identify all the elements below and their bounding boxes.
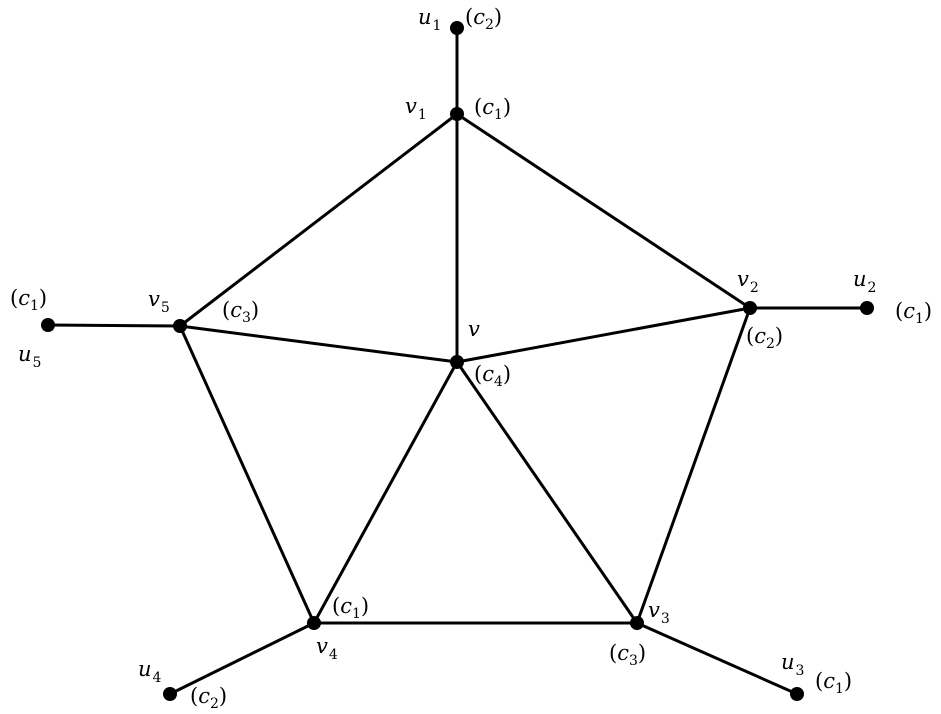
- vertex-u3: [790, 687, 804, 701]
- color-label-u1: (c2): [465, 5, 502, 33]
- vertex-subscript: 5: [33, 355, 42, 371]
- color-letter: c: [473, 5, 485, 29]
- edge-v1-v2: [455, 112, 752, 310]
- color-letter: c: [617, 641, 629, 665]
- edge-v3-u3: [635, 621, 799, 696]
- vertex-name: v: [316, 634, 328, 658]
- color-label-u2: (c1): [895, 299, 932, 327]
- color-subscript: 1: [835, 681, 844, 697]
- vertex-u5: [41, 318, 55, 332]
- vertex-subscript: 4: [329, 647, 338, 663]
- edge-v-v4: [312, 360, 459, 625]
- color-letter: c: [823, 669, 835, 693]
- color-letter: c: [18, 286, 30, 310]
- edge-v5-u5: [46, 323, 182, 328]
- color-label-u3: (c1): [815, 669, 852, 697]
- color-label-v2: (c2): [746, 324, 783, 352]
- vertex-subscript: 1: [418, 107, 427, 123]
- edge-v4-u4: [168, 621, 316, 696]
- vertex-u1: [450, 21, 464, 35]
- vertex-subscript: 1: [433, 18, 442, 34]
- vertex-label-u5: u5: [18, 342, 41, 371]
- vertex-subscript: 3: [661, 611, 670, 627]
- color-subscript: 3: [629, 653, 638, 669]
- edge-v-v3: [455, 360, 639, 625]
- vertex-u2: [860, 301, 874, 315]
- color-subscript: 2: [766, 336, 775, 352]
- vertex-name: v: [737, 267, 749, 291]
- edge-v5-v4: [178, 324, 316, 625]
- vertex-v: [450, 355, 464, 369]
- vertex-label-v1: v1: [405, 94, 427, 123]
- vertex-v4: [307, 616, 321, 630]
- vertex-name: v: [148, 287, 160, 311]
- vertex-name: v: [468, 317, 480, 341]
- color-subscript: 1: [352, 606, 361, 622]
- color-label-v1: (c1): [474, 95, 511, 123]
- vertex-label-u3: u3: [781, 650, 804, 679]
- vertex-subscript: 5: [161, 300, 170, 316]
- edges-layer: [46, 26, 869, 696]
- vertex-label-v4: v4: [316, 634, 338, 663]
- vertices-layer: [41, 21, 874, 701]
- color-subscript: 2: [485, 17, 494, 33]
- vertex-label-v3: v3: [648, 598, 670, 627]
- color-letter: c: [198, 684, 210, 708]
- edge-v1-v5: [178, 112, 459, 328]
- vertex-name: v: [405, 94, 417, 118]
- edge-v2-v: [455, 306, 752, 364]
- vertex-name: u: [418, 5, 432, 29]
- color-subscript: 1: [915, 311, 924, 327]
- vertex-name: u: [781, 650, 795, 674]
- vertex-label-v: v: [468, 317, 480, 341]
- vertex-label-u1: u1: [418, 5, 441, 34]
- vertex-name: u: [18, 342, 32, 366]
- color-label-v4: (c1): [332, 594, 369, 622]
- vertex-subscript: 2: [868, 280, 877, 296]
- vertex-name: u: [853, 267, 867, 291]
- color-subscript: 1: [30, 298, 39, 314]
- vertex-name: u: [138, 657, 152, 681]
- edge-v5-v: [178, 324, 459, 364]
- color-letter: c: [340, 594, 352, 618]
- color-label-v5: (c3): [222, 298, 259, 326]
- color-letter: c: [903, 299, 915, 323]
- edge-v2-v3: [635, 306, 752, 625]
- vertex-v1: [450, 107, 464, 121]
- vertex-u4: [163, 687, 177, 701]
- color-subscript: 2: [210, 696, 219, 712]
- color-label-v: (c4): [474, 362, 511, 390]
- vertex-v3: [630, 616, 644, 630]
- vertex-label-v2: v2: [737, 267, 759, 296]
- color-label-u4: (c2): [190, 684, 227, 712]
- vertex-subscript: 4: [153, 670, 162, 686]
- color-subscript: 1: [494, 107, 503, 123]
- color-subscript: 3: [242, 310, 251, 326]
- vertex-subscript: 3: [796, 663, 805, 679]
- vertex-label-u2: u2: [853, 267, 876, 296]
- vertex-v5: [173, 319, 187, 333]
- vertex-label-v5: v5: [148, 287, 170, 316]
- vertex-subscript: 2: [750, 280, 759, 296]
- color-letter: c: [754, 324, 766, 348]
- vertex-label-u4: u4: [138, 657, 162, 686]
- color-label-v3: (c3): [609, 641, 646, 669]
- color-letter: c: [482, 95, 494, 119]
- vertex-v2: [743, 301, 757, 315]
- vertex-name: v: [648, 598, 660, 622]
- color-letter: c: [230, 298, 242, 322]
- color-subscript: 4: [494, 374, 503, 390]
- color-letter: c: [482, 362, 494, 386]
- labels-layer: u1(c2)v1(c1)v2(c2)u2(c1)v(c4)v5(c3)u5(c1…: [10, 5, 932, 712]
- color-label-u5: (c1): [10, 286, 47, 314]
